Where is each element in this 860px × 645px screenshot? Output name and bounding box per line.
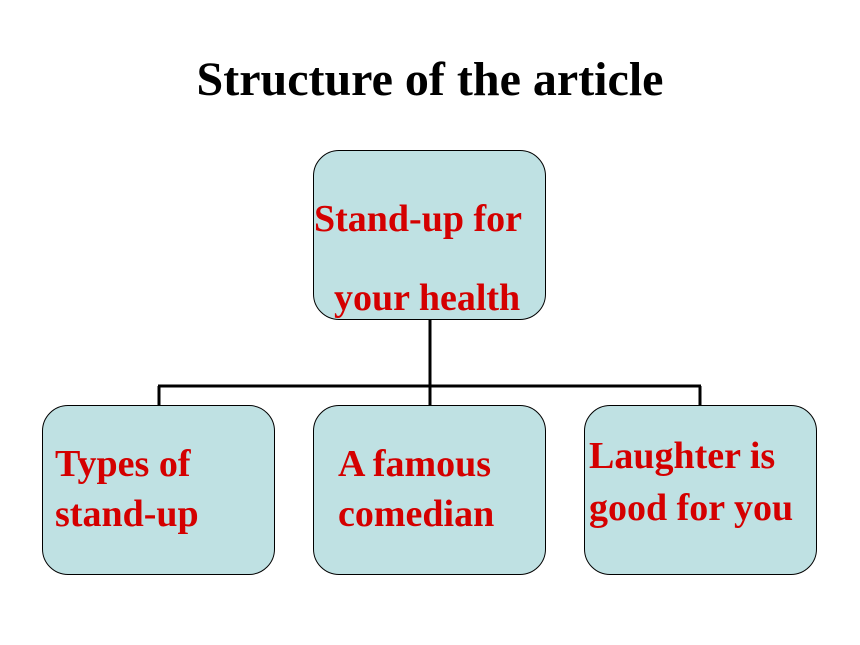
node-root-line1: Stand-up for — [314, 198, 522, 240]
node-types-of-stand-up: Types of stand-up — [42, 405, 275, 575]
node-laughter-line1: Laughter is — [589, 435, 776, 477]
node-famous-line1: A famous — [338, 443, 492, 485]
node-root-line2: your health — [334, 277, 521, 319]
node-types-line2: stand-up — [55, 493, 199, 535]
node-laughter-is-good-for-you: Laughter is good for you — [584, 405, 817, 575]
node-a-famous-comedian: A famous comedian — [313, 405, 546, 575]
node-types-line1: Types of — [55, 443, 191, 485]
node-root: Stand-up for your health — [313, 150, 546, 320]
node-laughter-line2: good for you — [589, 487, 794, 529]
node-famous-line2: comedian — [338, 493, 495, 535]
slide-title: Structure of the article — [196, 53, 664, 106]
